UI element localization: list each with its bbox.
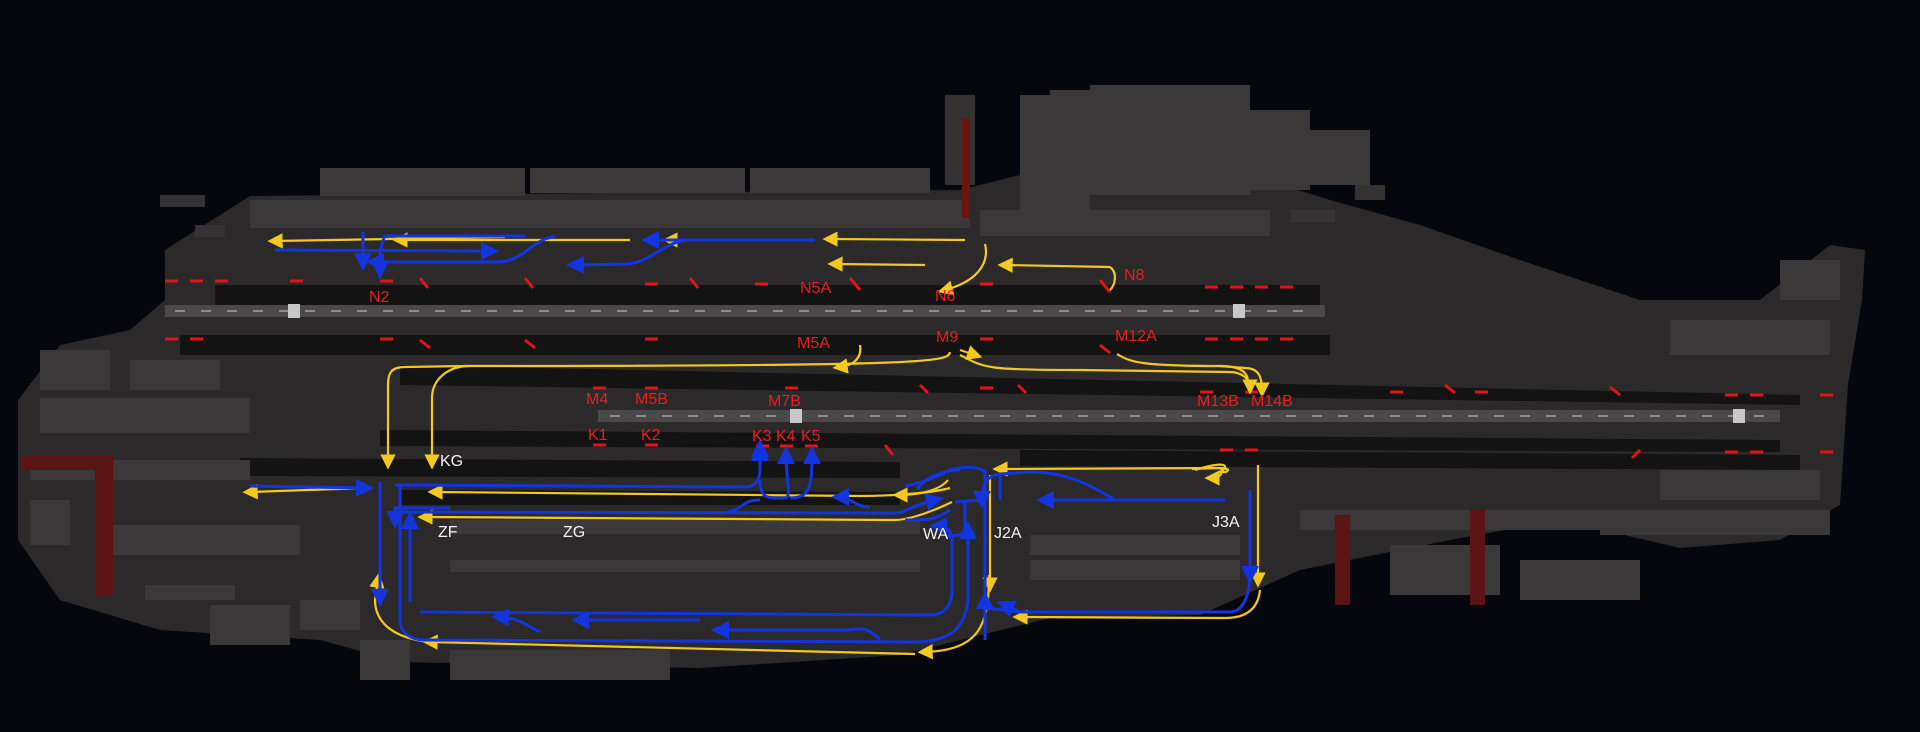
label-KG: KG: [440, 453, 463, 470]
label-WA: WA: [923, 526, 949, 543]
label-M14B: M14B: [1251, 393, 1293, 410]
label-M4: M4: [586, 391, 608, 408]
label-M9: M9: [936, 329, 958, 346]
label-N2: N2: [369, 289, 390, 306]
label-N5A: N5A: [800, 280, 831, 297]
label-K1: K1: [588, 427, 608, 444]
label-M12A: M12A: [1115, 328, 1157, 345]
terminal-buildings: [22, 85, 1840, 680]
label-K5: K5: [801, 428, 821, 445]
label-ZG: ZG: [563, 524, 585, 541]
outbound-routes-yellow: [242, 231, 1270, 660]
runway-north: [165, 305, 1325, 317]
label-N6: N6: [935, 288, 956, 305]
label-M5A: M5A: [797, 335, 830, 352]
label-M5B: M5B: [635, 391, 668, 408]
label-M13B: M13B: [1197, 393, 1239, 410]
holding-bars: [165, 277, 1833, 460]
runways: [165, 304, 1780, 423]
label-ZF: ZF: [438, 524, 458, 541]
label-J3A: J3A: [1212, 514, 1240, 531]
label-J2A: J2A: [994, 525, 1022, 542]
label-K2: K2: [641, 427, 661, 444]
label-K3: K3: [752, 428, 772, 445]
taxiway-labels: KG ZF ZG WA J2A J3A: [438, 453, 1240, 543]
label-M7B: M7B: [768, 393, 801, 410]
label-N8: N8: [1124, 267, 1145, 284]
holding-point-labels: N2 N5A N6 N8 M5A M9 M12A M4 M5B M7B M13B…: [369, 267, 1293, 445]
inbound-routes-blue: [249, 231, 1259, 644]
label-K4: K4: [776, 428, 796, 445]
